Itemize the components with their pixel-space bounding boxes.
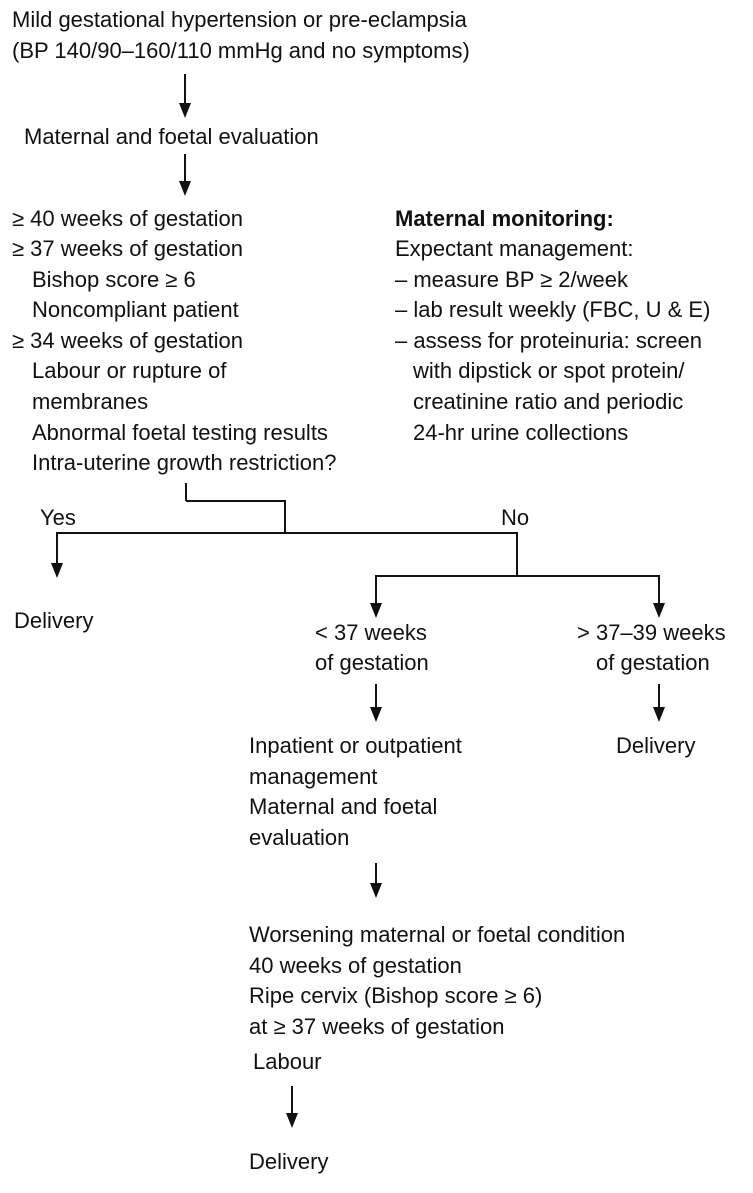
monitoring-line: – assess for proteinuria: screen: [395, 328, 702, 353]
worsening-line: Worsening maternal or foetal condition: [249, 922, 626, 947]
worsening-line: 40 weeks of gestation: [249, 953, 462, 978]
monitoring-line: 24-hr urine collections: [413, 420, 629, 445]
gt37-line-1: > 37–39 weeks: [577, 620, 726, 645]
arrowhead: [370, 883, 382, 898]
criteria-line: ≥ 37 weeks of gestation: [12, 236, 243, 261]
arrowhead: [179, 181, 191, 196]
delivery-yes-node: Delivery: [14, 608, 94, 633]
delivery-gt37-node: Delivery: [616, 733, 696, 758]
labour-node: Labour: [253, 1049, 322, 1074]
criteria-line: Intra-uterine growth restriction?: [32, 450, 337, 475]
criteria-line: Abnormal foetal testing results: [32, 420, 328, 445]
management-line: management: [249, 764, 378, 789]
arrowhead: [179, 103, 191, 118]
arrowhead: [653, 603, 665, 618]
worsening-line: Ripe cervix (Bishop score ≥ 6): [249, 983, 543, 1008]
delivery-final-node: Delivery: [249, 1149, 329, 1174]
criteria-line: Labour or rupture of: [32, 358, 227, 383]
lt37-line-1: < 37 weeks: [315, 620, 427, 645]
monitoring-line: creatinine ratio and periodic: [413, 389, 684, 414]
management-line: evaluation: [249, 825, 350, 850]
no-label: No: [501, 505, 530, 530]
criteria-line: ≥ 40 weeks of gestation: [12, 206, 243, 231]
criteria-line: Bishop score ≥ 6: [32, 267, 196, 292]
monitoring-line: with dipstick or spot protein/: [413, 358, 685, 383]
evaluation-node: Maternal and foetal evaluation: [24, 124, 319, 149]
arrowhead: [286, 1113, 298, 1128]
criteria-line: membranes: [32, 389, 149, 414]
gt37-line-2: of gestation: [596, 650, 710, 675]
criteria-line: Noncompliant patient: [32, 297, 239, 322]
management-line: Inpatient or outpatient: [249, 733, 462, 758]
start-node-line-2: (BP 140/90–160/110 mmHg and no symptoms): [12, 38, 470, 63]
start-node-line-1: Mild gestational hypertension or pre-ecl…: [12, 7, 467, 32]
monitoring-line: Expectant management:: [395, 236, 634, 261]
management-line: Maternal and foetal: [249, 794, 438, 819]
arrowhead: [51, 563, 63, 578]
arrowhead: [370, 707, 382, 722]
monitoring-line: – measure BP ≥ 2/week: [395, 267, 629, 292]
arrowhead: [370, 603, 382, 618]
yes-label: Yes: [40, 505, 76, 530]
lt37-line-2: of gestation: [315, 650, 429, 675]
worsening-line: at ≥ 37 weeks of gestation: [249, 1014, 505, 1039]
monitoring-title: Maternal monitoring:: [395, 206, 614, 231]
arrowhead: [653, 707, 665, 722]
monitoring-line: – lab result weekly (FBC, U & E): [395, 297, 711, 322]
criteria-line: ≥ 34 weeks of gestation: [12, 328, 243, 353]
